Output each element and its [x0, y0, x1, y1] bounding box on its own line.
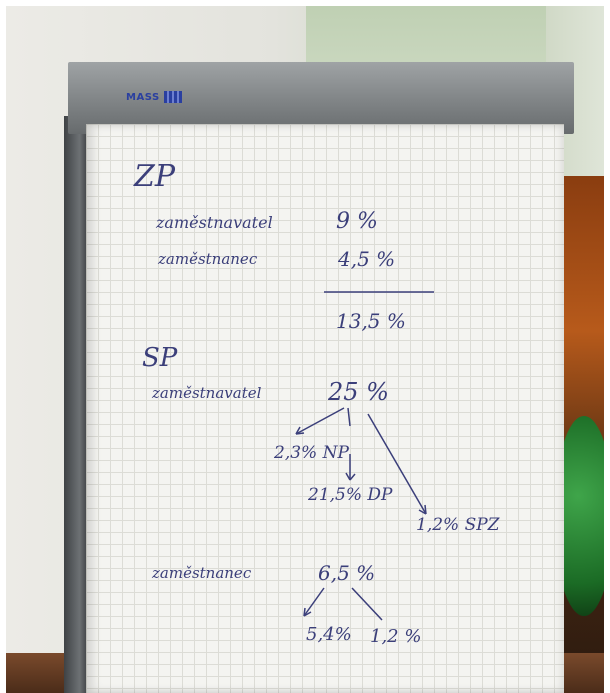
arrow-to-dp-head — [345, 472, 356, 481]
brand-logo-mark — [163, 91, 182, 103]
zp-heading: ZP — [133, 159, 176, 194]
sp-split-np: 2,3% NP — [273, 443, 349, 463]
sp-employee-arrows — [303, 587, 383, 621]
arrow-to-np-head — [295, 426, 305, 435]
sp-employer-label: zaměstnavatel — [151, 384, 262, 402]
flipchart-stand — [64, 116, 90, 693]
handwriting-layer: ZP zaměstnavatel 9 % zaměstnanec 4,5 % 1… — [133, 159, 501, 647]
sp-employer-value: 25 % — [327, 378, 389, 406]
arrow-to-spz — [367, 413, 427, 515]
sp-heading: SP — [142, 343, 178, 373]
arrow-to-split-b — [351, 587, 383, 621]
arrow-to-np — [295, 407, 345, 435]
arrow-to-dp — [347, 407, 351, 480]
sp-employee-split-a: 5,4% — [306, 624, 352, 645]
photo-frame: MASS ZP zaměstnavatel 9 % zaměstnanec 4,… — [6, 6, 604, 693]
sp-split-dp: 21,5% DP — [307, 485, 393, 505]
arrow-to-split-a-head — [303, 607, 312, 617]
zp-employer-value: 9 % — [336, 209, 378, 234]
zp-employee-label: zaměstnanec — [157, 250, 258, 268]
sp-employee-split-b: 1,2 % — [370, 626, 421, 647]
zp-total-value: 13,5 % — [336, 309, 406, 333]
sp-employer-arrows — [295, 407, 427, 515]
flipchart-header — [68, 62, 574, 134]
zp-employee-value: 4,5 % — [337, 247, 395, 271]
sp-employee-value: 6,5 % — [318, 561, 375, 585]
brand-logo-text: MASS — [126, 91, 160, 103]
flipchart-paper — [86, 124, 564, 693]
sp-employee-label: zaměstnanec — [151, 564, 252, 582]
zp-employer-label: zaměstnavatel — [155, 213, 273, 232]
sp-split-spz: 1,2% SPZ — [416, 515, 501, 535]
arrow-to-split-a — [303, 587, 325, 617]
arrow-to-spz-head — [418, 504, 427, 515]
brand-logo: MASS — [126, 88, 182, 106]
